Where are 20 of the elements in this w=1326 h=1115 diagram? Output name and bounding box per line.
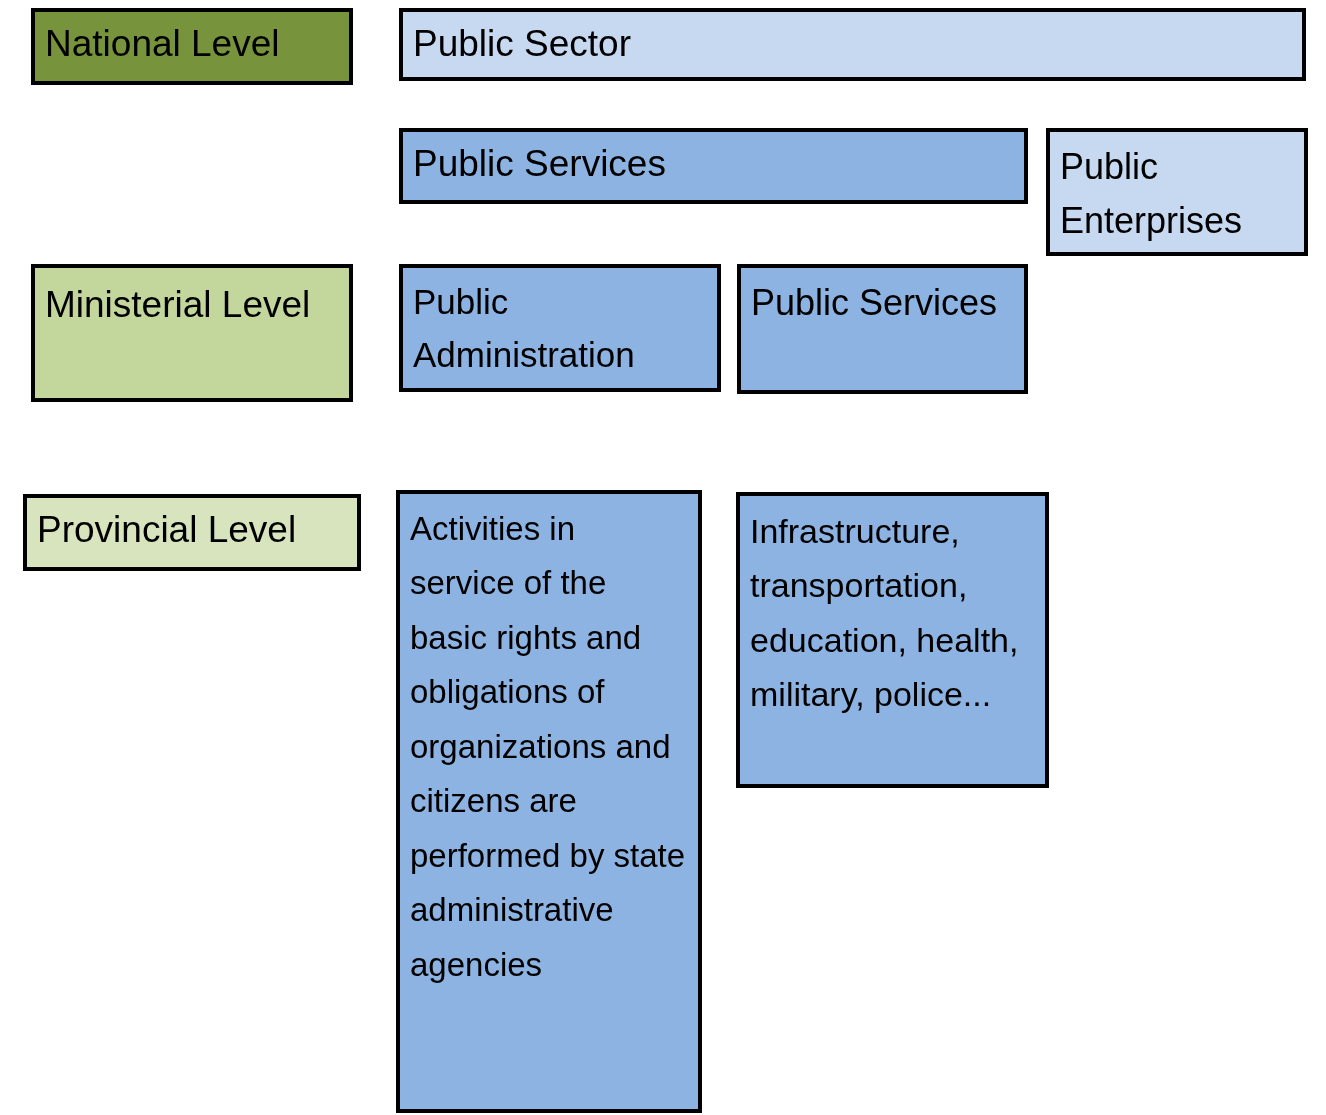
box-label: Public Services xyxy=(751,281,999,325)
description-box xyxy=(736,492,1049,788)
sector-box xyxy=(399,8,1306,81)
box-label: Infrastructure, transportation, education, health, military, police... xyxy=(750,511,1020,716)
category-box xyxy=(1046,128,1308,256)
box-label: Provincial Level xyxy=(37,508,298,552)
category-box xyxy=(399,128,1028,204)
category-box xyxy=(399,264,721,392)
box-label: Ministerial Level xyxy=(45,283,312,327)
level-box xyxy=(23,494,361,571)
box-label: Public Services xyxy=(413,142,667,186)
box-label: Public Sector xyxy=(413,22,632,66)
box-label: National Level xyxy=(45,22,281,66)
level-box xyxy=(31,264,353,402)
category-box xyxy=(737,264,1028,394)
level-box xyxy=(31,8,353,85)
box-label: Activities in service of the basic rights and obligations of organizations and citizens are performed by state administrative agencies xyxy=(410,509,687,985)
description-box xyxy=(396,490,702,1113)
box-label: Public Enterprises xyxy=(1060,145,1244,243)
box-label: Public Administration xyxy=(413,281,636,376)
